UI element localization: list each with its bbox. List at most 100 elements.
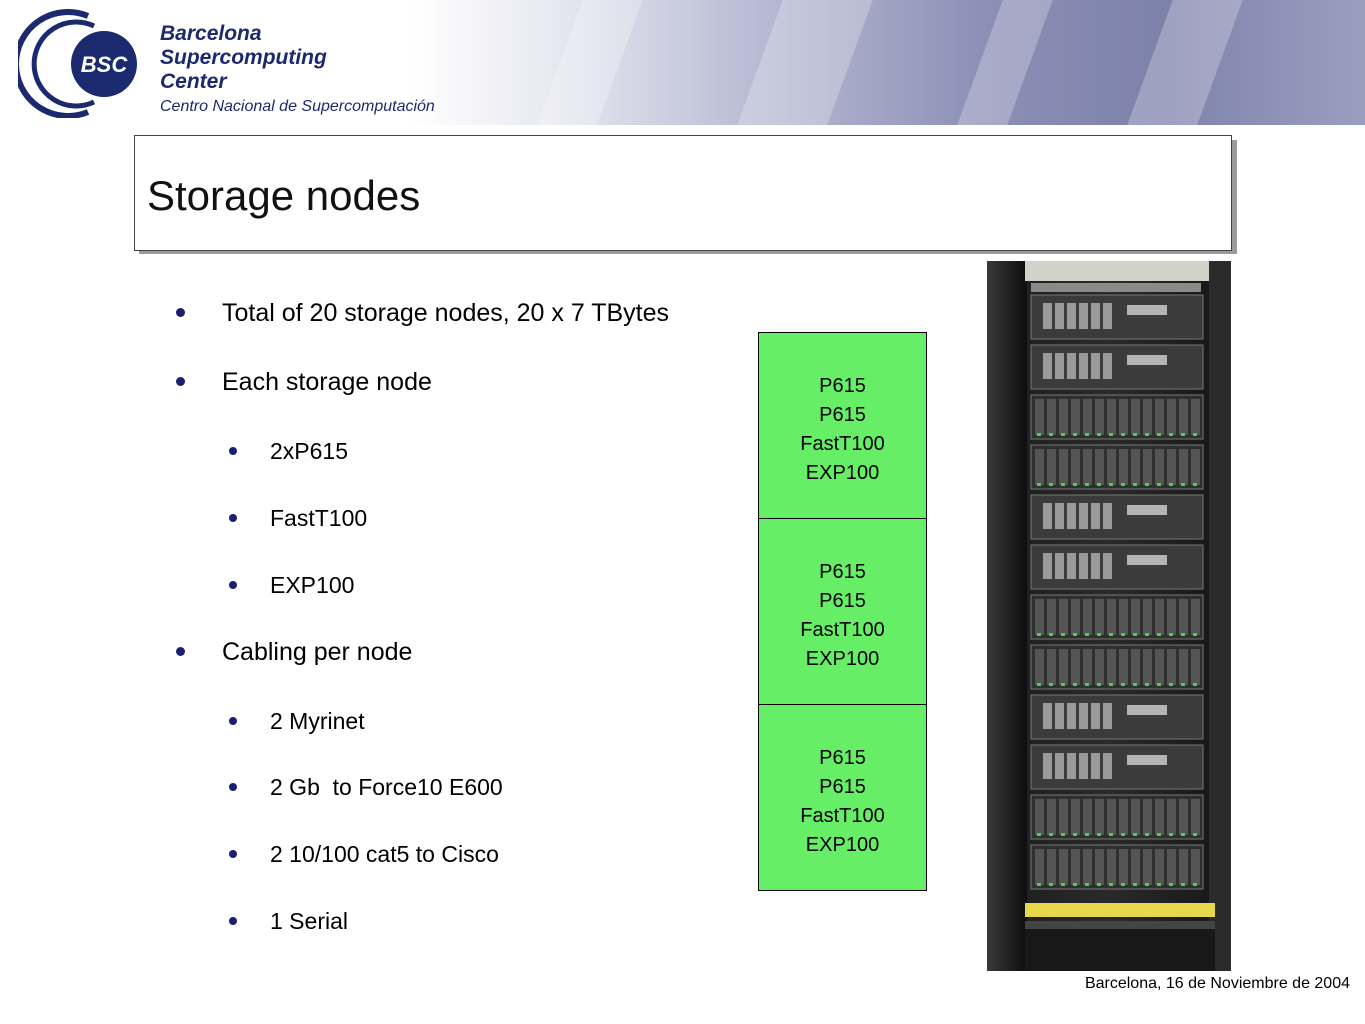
status-led	[1097, 683, 1101, 686]
status-led	[1157, 633, 1161, 636]
status-led	[1133, 883, 1137, 886]
disk-slot	[1047, 649, 1056, 685]
header-decoration	[737, 0, 873, 125]
disk-slot	[1131, 799, 1140, 835]
status-led	[1181, 883, 1185, 886]
disk-slot	[1095, 449, 1104, 485]
sub-bullet-item: FastT100	[229, 505, 367, 532]
drive-bay	[1079, 703, 1088, 729]
status-led	[1109, 883, 1113, 886]
storage-node-box: P615 P615 FastT100 EXP100	[758, 518, 927, 705]
disk-slot	[1143, 449, 1152, 485]
status-led	[1145, 833, 1149, 836]
rack-unit	[1030, 794, 1204, 840]
bullet-icon	[176, 647, 185, 656]
node-line: P615	[819, 561, 866, 583]
status-led	[1145, 883, 1149, 886]
status-led	[1193, 633, 1197, 636]
disk-slot	[1119, 599, 1128, 635]
front-panel	[1127, 305, 1167, 315]
disk-slot	[1155, 599, 1164, 635]
node-line: P615	[819, 590, 866, 612]
title-box: Storage nodes	[134, 135, 1232, 251]
status-led	[1121, 683, 1125, 686]
disk-slot	[1167, 799, 1176, 835]
bullet-icon	[229, 717, 237, 725]
status-led	[1145, 633, 1149, 636]
disk-slot	[1119, 399, 1128, 435]
disk-slot	[1143, 849, 1152, 885]
disk-slot	[1119, 799, 1128, 835]
status-led	[1169, 633, 1173, 636]
status-led	[1061, 883, 1065, 886]
disk-slot	[1191, 399, 1200, 435]
disk-slot	[1047, 449, 1056, 485]
disk-slot	[1071, 649, 1080, 685]
disk-slot	[1083, 599, 1092, 635]
disk-slot	[1167, 649, 1176, 685]
node-line: P615	[819, 747, 866, 769]
status-led	[1061, 483, 1065, 486]
disk-slot	[1179, 599, 1188, 635]
drive-bay	[1103, 553, 1112, 579]
disk-slot	[1155, 649, 1164, 685]
status-led	[1049, 433, 1053, 436]
disk-slot	[1143, 399, 1152, 435]
bullet-icon	[176, 308, 185, 317]
sub-bullet-item: EXP100	[229, 572, 354, 599]
disk-slot	[1047, 799, 1056, 835]
status-led	[1037, 683, 1041, 686]
status-led	[1181, 483, 1185, 486]
status-led	[1049, 683, 1053, 686]
drive-bay	[1079, 753, 1088, 779]
status-led	[1049, 833, 1053, 836]
disk-slot	[1083, 649, 1092, 685]
disk-slot	[1035, 399, 1044, 435]
disk-slot	[1107, 399, 1116, 435]
status-led	[1037, 633, 1041, 636]
drive-bay	[1091, 303, 1100, 329]
disk-slot	[1155, 849, 1164, 885]
disk-slot	[1083, 449, 1092, 485]
status-led	[1109, 633, 1113, 636]
drive-bay	[1103, 503, 1112, 529]
disk-slot	[1083, 399, 1092, 435]
drive-bay	[1091, 353, 1100, 379]
disk-slot	[1179, 799, 1188, 835]
logo-line-supercomputing: Supercomputing	[160, 46, 327, 69]
front-panel	[1127, 555, 1167, 565]
status-led	[1157, 683, 1161, 686]
disk-slot	[1191, 599, 1200, 635]
status-led	[1121, 883, 1125, 886]
status-led	[1097, 833, 1101, 836]
bullet-icon	[229, 783, 237, 791]
logo-mark: BSC	[81, 52, 129, 77]
status-led	[1085, 683, 1089, 686]
status-led	[1169, 433, 1173, 436]
node-stack-diagram: P615 P615 FastT100 EXP100 P615 P615 Fast…	[758, 332, 927, 891]
status-led	[1085, 483, 1089, 486]
status-led	[1133, 633, 1137, 636]
disk-slot	[1167, 399, 1176, 435]
drive-bay	[1091, 753, 1100, 779]
drive-bay	[1103, 753, 1112, 779]
drive-bay	[1043, 353, 1052, 379]
bullet-icon	[176, 377, 185, 386]
status-led	[1037, 483, 1041, 486]
disk-slot	[1155, 399, 1164, 435]
sub-bullet-item: 2 Gb to Force10 E600	[229, 774, 503, 801]
status-led	[1169, 883, 1173, 886]
drive-bay	[1091, 553, 1100, 579]
status-led	[1073, 683, 1077, 686]
status-led	[1097, 633, 1101, 636]
disk-slot	[1071, 449, 1080, 485]
logo-line-barcelona: Barcelona	[160, 22, 262, 45]
node-line: P615	[819, 776, 866, 798]
drive-bay	[1067, 303, 1076, 329]
drive-bay	[1091, 503, 1100, 529]
status-led	[1157, 883, 1161, 886]
rack-unit	[1030, 394, 1204, 440]
status-led	[1169, 683, 1173, 686]
disk-slot	[1095, 649, 1104, 685]
disk-slot	[1155, 449, 1164, 485]
